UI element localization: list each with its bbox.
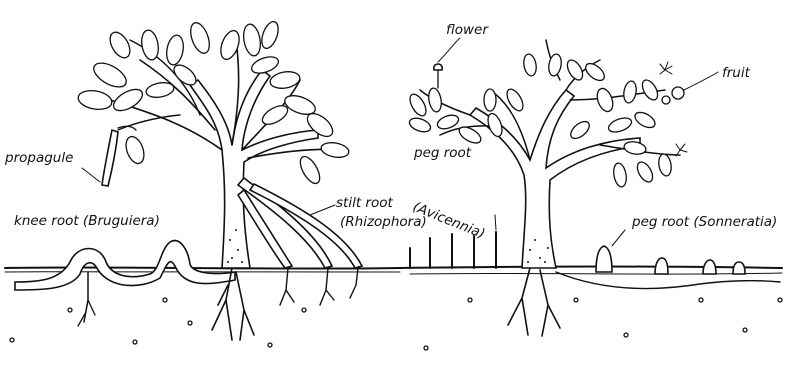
- rhizophora-tree: [77, 19, 362, 340]
- label-peg-root-sonneratia: peg root (Sonneratia): [631, 214, 777, 230]
- soil-pebbles: [10, 298, 782, 350]
- label-fruit: fruit: [722, 65, 751, 81]
- fruit-drawing: [660, 62, 718, 156]
- avicennia-underground-roots: [508, 268, 780, 336]
- label-knee-root: knee root (Bruguiera): [14, 213, 160, 229]
- label-peg-root-avicennia-line1: peg root: [413, 145, 472, 161]
- flower-drawing: [434, 38, 460, 88]
- label-stilt-root-line2: (Rhizophora): [340, 214, 427, 230]
- label-stilt-root-line1: stilt root: [336, 195, 393, 211]
- label-propagule: propagule: [4, 150, 73, 166]
- knee-roots: [15, 241, 235, 326]
- label-flower: flower: [446, 22, 489, 38]
- avicennia-tree: [407, 38, 780, 336]
